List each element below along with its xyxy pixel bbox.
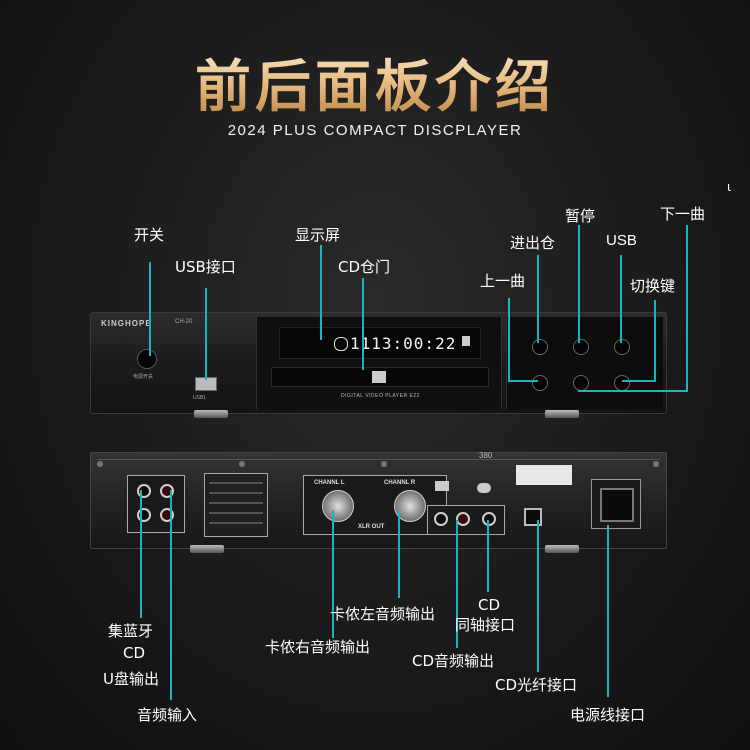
switch-button[interactable] xyxy=(614,375,630,391)
control-panel xyxy=(506,317,663,409)
next-button[interactable] xyxy=(573,375,589,391)
callout-line-optical xyxy=(537,520,539,672)
label-coax-2: 同轴接口 xyxy=(455,616,516,634)
pause-button[interactable] xyxy=(573,339,589,355)
label-switch: 切换键 xyxy=(630,277,676,295)
usb-caption: USB1 xyxy=(193,395,207,401)
screw xyxy=(97,461,103,467)
label-bt-2: CD xyxy=(123,644,146,662)
rca-jack[interactable] xyxy=(456,512,470,526)
callout-line-prev xyxy=(508,298,510,380)
callout-line-tray xyxy=(362,278,364,370)
label-coax-1: CD xyxy=(478,596,501,614)
label-usb: USB接口 xyxy=(175,258,236,276)
rca-jack[interactable] xyxy=(434,512,448,526)
disc-icon xyxy=(334,337,348,351)
cd-tray[interactable] xyxy=(271,367,489,387)
rear-top-edge xyxy=(97,459,660,464)
label-power-socket: 电源线接口 xyxy=(570,706,646,724)
callout-line-xlr-left xyxy=(398,510,400,598)
callout-line-audio-in xyxy=(170,490,172,700)
display-screen: 1113:00:22 xyxy=(279,327,481,359)
power-button[interactable] xyxy=(137,349,157,369)
label-display: 显示屏 xyxy=(295,226,341,244)
rear-marker: 380 xyxy=(479,451,493,460)
xlr-out-caption: XLR OUT xyxy=(358,524,385,530)
callout-line-next-h xyxy=(578,390,688,392)
callout-line-prev-h xyxy=(508,380,538,382)
callout-line-switch-h xyxy=(622,380,656,382)
power-socket-box xyxy=(591,479,641,529)
rear-foot-left xyxy=(190,545,224,553)
label-xlr-left: 卡侬左音频输出 xyxy=(330,605,436,623)
label-next: 下一曲 xyxy=(660,205,706,223)
cd-cert-icon xyxy=(435,481,449,491)
screw xyxy=(239,461,245,467)
xlr-output-box: CHANNL L CHANNL R XLR OUT xyxy=(303,475,447,535)
xlr-right-caption: CHANNL R xyxy=(384,480,416,486)
brand-logo: KINGHOPE xyxy=(101,319,152,328)
screw xyxy=(653,461,659,467)
label-eject: 进出仓 xyxy=(510,234,556,252)
model-number: CH-20 xyxy=(175,319,193,325)
callout-line-usb xyxy=(205,288,207,380)
label-pause: 暂停 xyxy=(565,207,596,225)
callout-line-cd-audio xyxy=(456,520,458,648)
page-title: 前后面板介绍 xyxy=(0,42,750,123)
plate-line xyxy=(209,512,263,514)
label-prev: 上一曲 xyxy=(480,272,526,290)
rear-foot-right xyxy=(545,545,579,553)
front-foot-right xyxy=(545,410,579,418)
page-subtitle: 2024 PLUS COMPACT DISCPLAYER xyxy=(227,122,523,139)
cert-mark-icon xyxy=(477,483,491,493)
spec-label-plate xyxy=(204,473,268,537)
warning-label xyxy=(516,465,572,485)
cd-indicator-icon xyxy=(462,336,470,346)
label-usb-btn: USB xyxy=(606,232,637,249)
power-caption: 电源开关 xyxy=(133,374,154,380)
label-cd-tray: CD仓门 xyxy=(338,258,391,276)
front-foot-left xyxy=(194,410,228,418)
prev-button[interactable] xyxy=(532,375,548,391)
plate-line xyxy=(209,492,263,494)
label-power: 开关 xyxy=(134,226,165,244)
front-panel: KINGHOPE CH-20 电源开关 USB1 1113:00:22 DIGI… xyxy=(90,312,667,414)
callout-line-switch xyxy=(654,300,656,382)
callout-line-eject xyxy=(537,255,539,343)
xlr-left-jack[interactable] xyxy=(322,490,354,522)
label-audio-in: 音频输入 xyxy=(137,706,198,724)
callout-line-coax xyxy=(487,520,489,592)
callout-line-display xyxy=(320,245,322,340)
label-xlr-right: 卡侬右音频输出 xyxy=(265,638,371,656)
callout-line-power-socket xyxy=(607,525,609,697)
label-bt-1: 集蓝牙 xyxy=(108,622,154,640)
tray-caption: DIGITAL VIDEO PLAYER E22 xyxy=(341,393,420,399)
xlr-left-caption: CHANNL L xyxy=(314,480,345,486)
callout-line-bt xyxy=(140,490,142,618)
cd-audio-coax-jacks xyxy=(427,505,505,535)
rear-panel: 380 CHANNL L CHANNL R XLR OUT xyxy=(90,451,667,549)
eject-button[interactable] xyxy=(532,339,548,355)
power-socket[interactable] xyxy=(600,488,634,522)
callout-line-xlr-right xyxy=(332,510,334,638)
bluetooth-output-jacks xyxy=(127,475,185,533)
screw xyxy=(381,461,387,467)
center-panel: 1113:00:22 DIGITAL VIDEO PLAYER E22 xyxy=(256,317,502,409)
display-readout: 1113:00:22 xyxy=(350,334,457,353)
coax-jack[interactable] xyxy=(482,512,496,526)
callout-line-usbbtn xyxy=(620,255,622,343)
plate-line xyxy=(209,522,263,524)
optical-port[interactable] xyxy=(524,508,542,526)
stray-mark: ι xyxy=(727,180,732,194)
usb-mode-button[interactable] xyxy=(614,339,630,355)
plate-line xyxy=(209,482,263,484)
label-bt-3: U盘输出 xyxy=(103,670,159,688)
cd-logo-icon xyxy=(372,371,386,383)
callout-line-next xyxy=(686,225,688,392)
callout-line-power xyxy=(149,262,151,356)
label-optical: CD光纤接口 xyxy=(495,676,578,694)
plate-line xyxy=(209,502,263,504)
label-cd-audio: CD音频输出 xyxy=(412,652,495,670)
callout-line-pause xyxy=(578,225,580,343)
